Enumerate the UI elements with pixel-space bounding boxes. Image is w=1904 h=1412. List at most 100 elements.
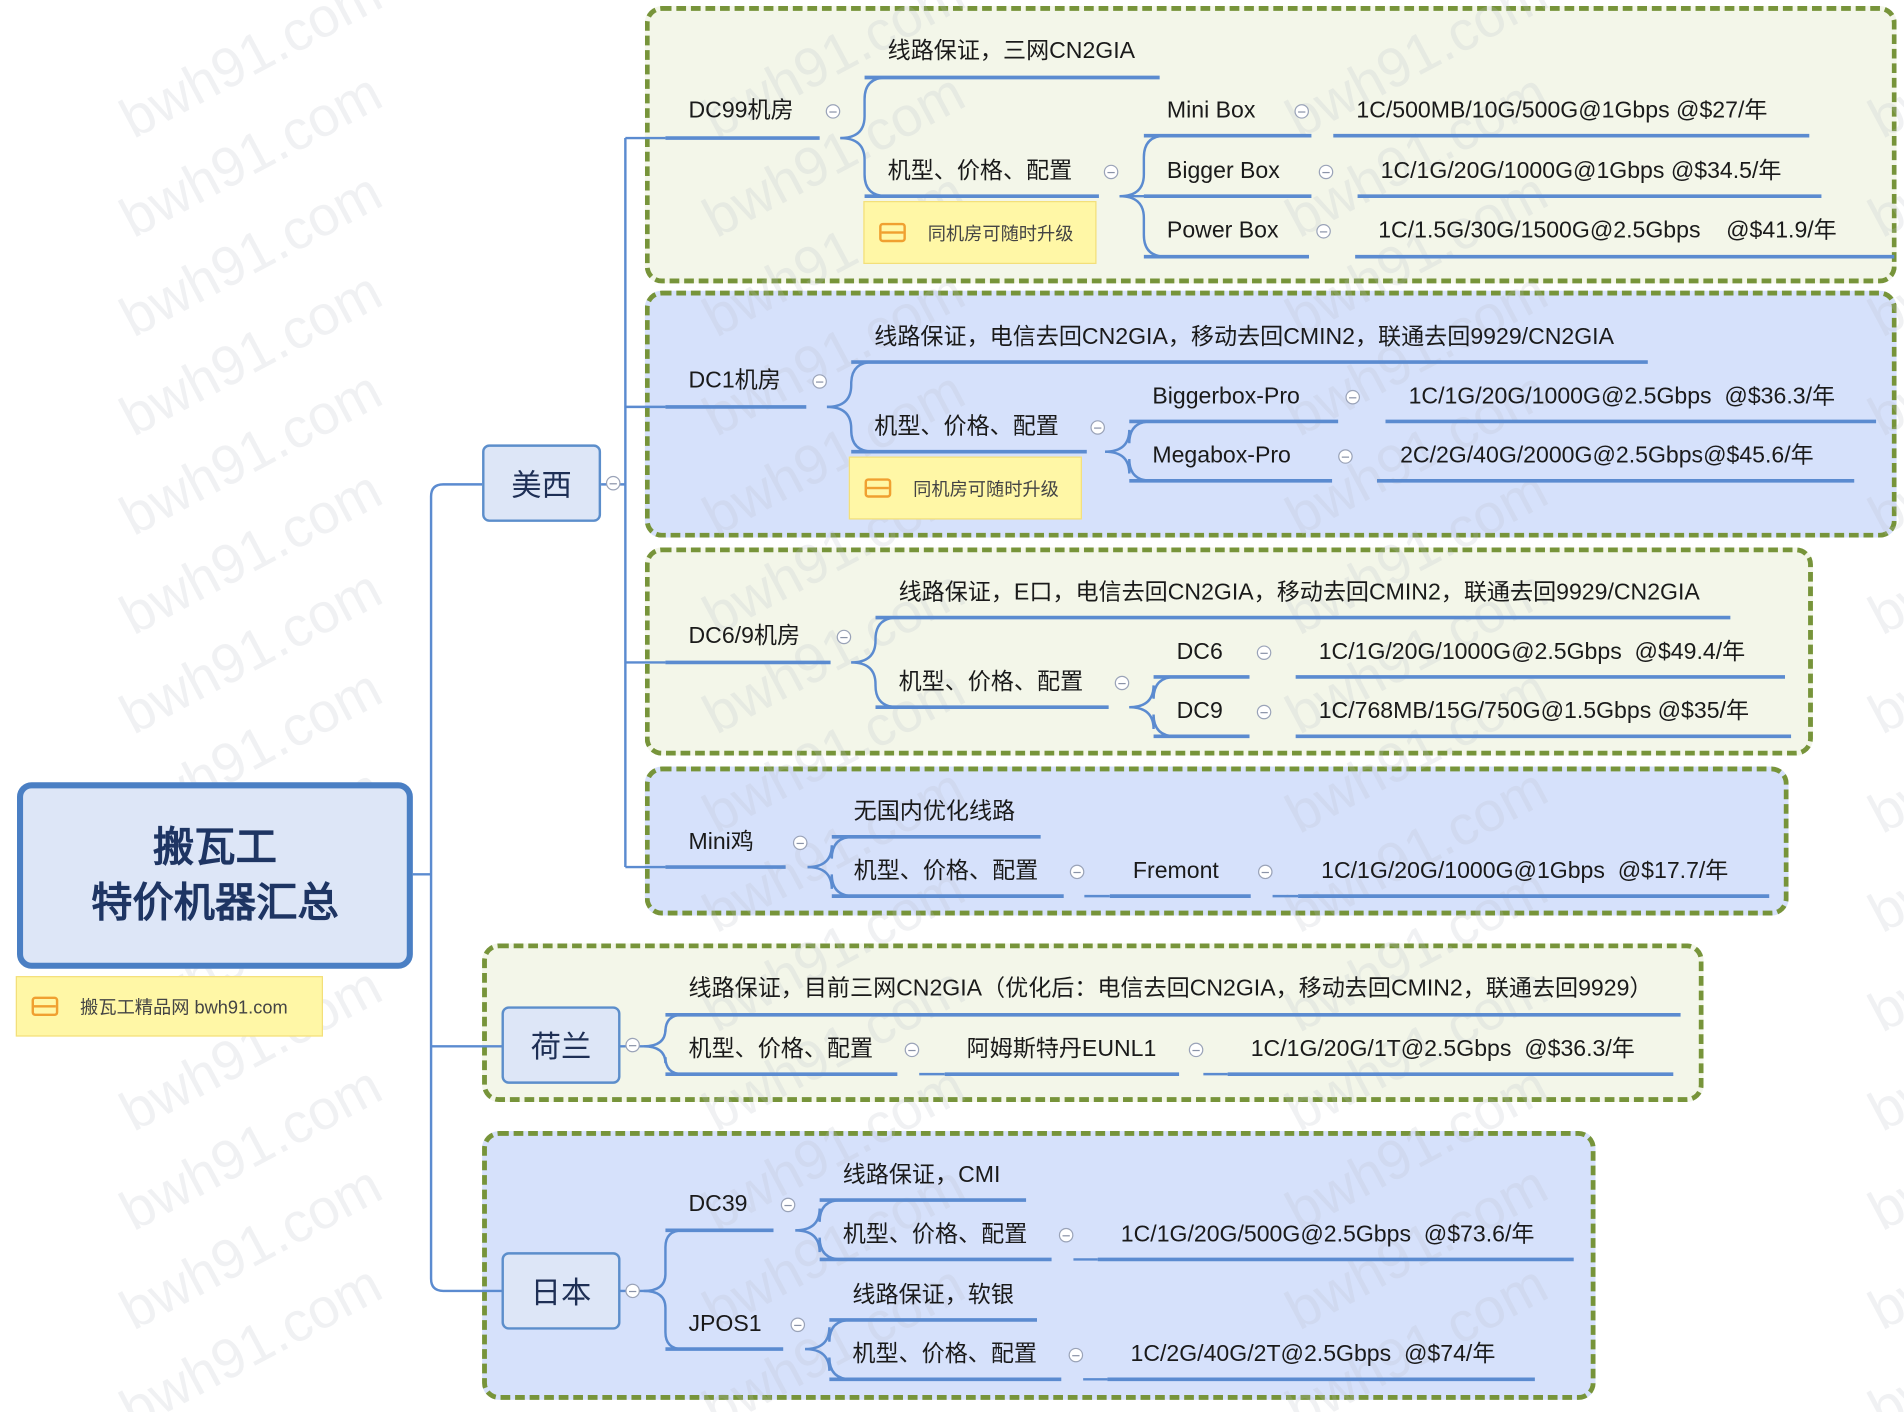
collapse-toggle-megabox-pro[interactable] xyxy=(1338,449,1353,464)
collapse-toggle-dc39-models[interactable] xyxy=(1058,1227,1074,1243)
dc69-label[interactable]: DC6/9机房 xyxy=(688,623,801,650)
dc39-route[interactable]: 线路保证，CMI xyxy=(842,1162,1001,1188)
dc1-note[interactable]: 同机房可随时升级 xyxy=(848,456,1082,520)
collapse-toggle-fremont[interactable] xyxy=(1258,864,1273,880)
nl-plan-name[interactable]: 阿姆斯特丹EUNL1 xyxy=(966,1036,1157,1063)
connector-dc69 xyxy=(851,661,898,709)
connector-netherlands-out xyxy=(643,1045,683,1076)
collapse-toggle-dc6[interactable] xyxy=(1256,645,1272,660)
group-box-japan xyxy=(482,1131,1596,1400)
connector-dc1-models xyxy=(1104,420,1152,453)
collapse-toggle-dc99[interactable] xyxy=(825,104,841,119)
collapse-toggle-power-box[interactable] xyxy=(1316,224,1331,239)
dc99-plan-name-3[interactable]: Power Box xyxy=(1166,217,1279,244)
connector-us-west xyxy=(429,483,483,497)
root-topic[interactable]: 搬瓦工 特价机器汇总 xyxy=(17,782,413,969)
dc39-label[interactable]: DC39 xyxy=(688,1191,748,1218)
connector-dc1-models xyxy=(1104,450,1152,482)
connector-dc99-models xyxy=(1119,194,1166,258)
dc1-plan-name-1[interactable]: Biggerbox-Pro xyxy=(1152,383,1300,410)
dc1-plan-name-2[interactable]: Megabox-Pro xyxy=(1152,443,1291,469)
connector-trunk xyxy=(429,496,502,1293)
group-box-dc69 xyxy=(644,547,1813,756)
collapse-toggle-jpos1[interactable] xyxy=(790,1317,806,1333)
connector-mini xyxy=(807,835,854,869)
collapse-toggle-dc99-models[interactable] xyxy=(1103,164,1119,180)
region-japan[interactable]: 日本 xyxy=(501,1252,621,1330)
dc99-label[interactable]: DC99机房 xyxy=(688,98,794,124)
collapse-toggle-mini-models[interactable] xyxy=(1069,864,1085,880)
region-us-west-label: 美西 xyxy=(511,468,572,503)
collapse-toggle-dc69-models[interactable] xyxy=(1114,675,1130,691)
collapse-toggle-dc69[interactable] xyxy=(836,629,852,645)
region-us-west[interactable]: 美西 xyxy=(482,444,602,522)
dc69-plan-name-2[interactable]: DC9 xyxy=(1176,698,1223,725)
mini-models-label[interactable]: 机型、价格、配置 xyxy=(853,858,1039,885)
dc1-plan-spec-2[interactable]: 2C/2G/40G/2000G@2.5Gbps@$45.6/年 xyxy=(1400,443,1814,469)
note-icon xyxy=(864,478,892,498)
nl-models-label[interactable]: 机型、价格、配置 xyxy=(688,1036,874,1063)
dc69-plan-spec-1[interactable]: 1C/1G/20G/1000G@2.5Gbps @$49.4/年 xyxy=(1318,639,1746,665)
root-note[interactable]: 搬瓦工精品网 bwh91.com xyxy=(15,976,324,1037)
collapse-toggle-bigger-box[interactable] xyxy=(1318,164,1334,180)
collapse-toggle-japan[interactable] xyxy=(625,1283,640,1299)
collapse-toggle-dc39[interactable] xyxy=(780,1197,796,1213)
collapse-toggle-netherlands[interactable] xyxy=(625,1037,640,1053)
dc1-label[interactable]: DC1机房 xyxy=(688,368,781,394)
nl-plan-spec[interactable]: 1C/1G/20G/1T@2.5Gbps @$36.3/年 xyxy=(1250,1036,1635,1063)
collapse-toggle-dc1[interactable] xyxy=(812,374,827,389)
collapse-toggle-mini[interactable] xyxy=(792,835,808,851)
dc99-plan-spec-1[interactable]: 1C/500MB/10G/500G@1Gbps @$27/年 xyxy=(1356,98,1768,124)
jpos1-models-label[interactable]: 机型、价格、配置 xyxy=(852,1341,1038,1368)
connector-jpos1 xyxy=(805,1318,852,1351)
mini-route[interactable]: 无国内优化线路 xyxy=(853,799,1016,825)
dc69-models-label[interactable]: 机型、价格、配置 xyxy=(898,669,1084,696)
dc99-models-label[interactable]: 机型、价格、配置 xyxy=(887,158,1073,185)
connector-dc1 xyxy=(826,405,874,453)
collapse-toggle-us-west[interactable] xyxy=(605,475,621,491)
nl-route[interactable]: 线路保证，目前三网CN2GIA（优化后：电信去回CN2GIA，移动去回CMIN2… xyxy=(688,976,1653,1002)
dc99-plan-spec-2[interactable]: 1C/1G/20G/1000G@1Gbps @$34.5/年 xyxy=(1380,158,1782,185)
note-icon xyxy=(879,222,906,243)
connector-dc99 xyxy=(840,76,887,140)
jpos1-route[interactable]: 线路保证，软银 xyxy=(852,1282,1014,1308)
collapse-toggle-mini-box[interactable] xyxy=(1294,104,1310,119)
dc1-models-label[interactable]: 机型、价格、配置 xyxy=(874,414,1059,440)
connector-dc99-models xyxy=(1119,134,1166,198)
root-title-line-1: 搬瓦工 xyxy=(153,824,277,871)
dc1-note-text: 同机房可随时升级 xyxy=(913,478,1059,500)
collapse-toggle-dc1-models[interactable] xyxy=(1090,420,1106,435)
dc99-plan-name-1[interactable]: Mini Box xyxy=(1166,98,1256,124)
dc39-spec[interactable]: 1C/1G/20G/500G@2.5Gbps @$73.6/年 xyxy=(1120,1221,1535,1248)
dc99-note[interactable]: 同机房可随时升级 xyxy=(863,201,1097,264)
collapse-toggle-biggerbox-pro[interactable] xyxy=(1345,389,1361,405)
mini-plan-spec-1[interactable]: 1C/1G/20G/1000G@1Gbps @$17.7/年 xyxy=(1321,858,1729,885)
mini-label[interactable]: Mini鸡 xyxy=(688,829,754,855)
dc69-plan-name-1[interactable]: DC6 xyxy=(1176,639,1223,665)
jpos1-spec[interactable]: 1C/2G/40G/2T@2.5Gbps @$74/年 xyxy=(1130,1341,1496,1368)
dc99-route[interactable]: 线路保证，三网CN2GIA xyxy=(887,38,1136,65)
dc69-plan-spec-2[interactable]: 1C/768MB/15G/750G@1.5Gbps @$35/年 xyxy=(1318,698,1750,725)
collapse-toggle-dc9[interactable] xyxy=(1256,704,1272,720)
region-netherlands[interactable]: 荷兰 xyxy=(501,1006,621,1084)
dc69-route[interactable]: 线路保证，E口，电信去回CN2GIA，移动去回CMIN2，联通去回9929/CN… xyxy=(898,580,1700,606)
mini-plan-name-1[interactable]: Fremont xyxy=(1132,858,1219,885)
group-box-dc99 xyxy=(644,6,1897,284)
connector-mini xyxy=(807,865,854,898)
dc1-plan-spec-1[interactable]: 1C/1G/20G/1000G@2.5Gbps @$36.3/年 xyxy=(1408,383,1836,410)
dc99-note-text: 同机房可随时升级 xyxy=(927,223,1074,245)
connector-dc39 xyxy=(795,1229,842,1261)
jpos1-label[interactable]: JPOS1 xyxy=(688,1311,762,1337)
collapse-toggle-jpos1-models[interactable] xyxy=(1068,1347,1084,1363)
dc1-route[interactable]: 线路保证，电信去回CN2GIA，移动去回CMIN2，联通去回9929/CN2GI… xyxy=(874,324,1614,350)
connector-jpos1 xyxy=(805,1347,852,1381)
collapse-toggle-nl-models[interactable] xyxy=(904,1042,920,1058)
collapse-toggle-nl-plan[interactable] xyxy=(1188,1042,1204,1058)
connector-dc69-models xyxy=(1129,675,1176,709)
group-box-mini xyxy=(644,766,1789,916)
dc39-models-label[interactable]: 机型、价格、配置 xyxy=(842,1221,1028,1248)
dc99-plan-name-2[interactable]: Bigger Box xyxy=(1166,158,1280,185)
dc99-plan-spec-3[interactable]: 1C/1.5G/30G/1500G@2.5Gbps @$41.9/年 xyxy=(1378,217,1837,244)
